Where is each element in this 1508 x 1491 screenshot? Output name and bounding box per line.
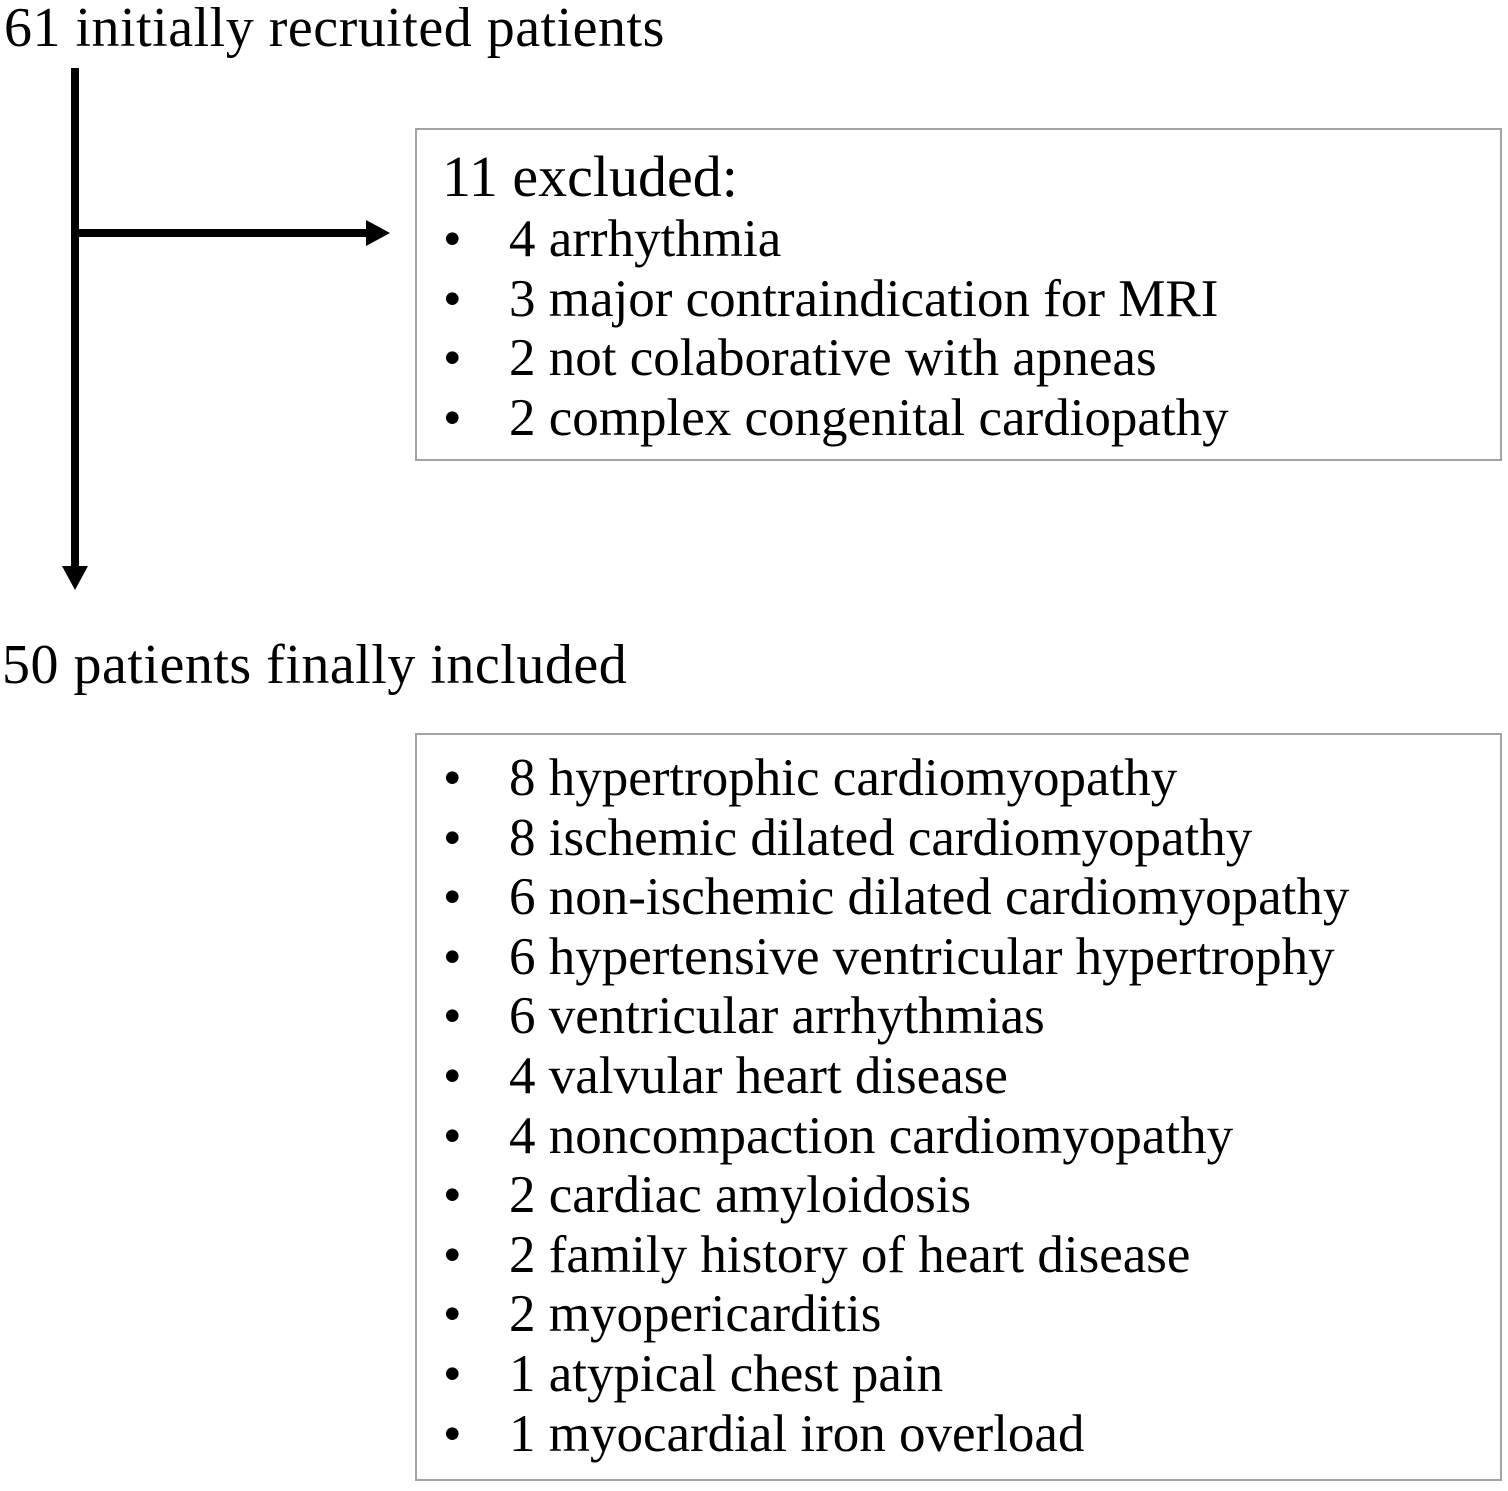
bullet-icon: • <box>443 1344 462 1403</box>
excluded-box-heading: 11 excluded: <box>442 144 738 209</box>
list-item-text: 6 ventricular arrhythmias <box>509 987 1045 1046</box>
excluded-box: 11 excluded: • 4 arrhythmia • 3 major co… <box>415 128 1502 461</box>
list-item: • 4 valvular heart disease <box>417 1047 1500 1107</box>
bullet-icon: • <box>443 749 462 807</box>
list-item: • 2 complex congenital cardiopathy <box>417 389 1500 449</box>
list-item-text: 8 ischemic dilated cardiomyopathy <box>509 808 1253 867</box>
list-item: • 4 arrhythmia <box>417 210 1500 270</box>
list-item-text: 2 cardiac amyloidosis <box>509 1166 972 1225</box>
list-item: • 1 myocardial iron overload <box>417 1405 1500 1465</box>
list-item-text: 2 myopericarditis <box>509 1285 882 1344</box>
list-item: • 1 atypical chest pain <box>417 1345 1500 1405</box>
list-item: • 8 hypertrophic cardiomyopathy <box>417 749 1500 809</box>
bullet-icon: • <box>443 388 462 447</box>
list-item-text: 4 noncompaction cardiomyopathy <box>509 1106 1234 1165</box>
list-item: • 6 hypertensive ventricular hypertrophy <box>417 928 1500 988</box>
list-item: • 2 myopericarditis <box>417 1285 1500 1345</box>
bullet-icon: • <box>443 808 462 867</box>
bullet-icon: • <box>443 927 462 986</box>
bullet-icon: • <box>443 868 462 927</box>
list-item-text: 2 family history of heart disease <box>509 1225 1191 1284</box>
list-item-text: 6 hypertensive ventricular hypertrophy <box>509 927 1335 986</box>
list-item-text: 4 arrhythmia <box>509 210 782 268</box>
bullet-icon: • <box>443 1404 462 1463</box>
arrow-right-icon <box>366 220 390 246</box>
list-item: • 6 ventricular arrhythmias <box>417 987 1500 1047</box>
bullet-icon: • <box>443 1285 462 1344</box>
list-item-text: 2 not colaborative with apneas <box>509 329 1157 388</box>
bullet-icon: • <box>443 1046 462 1105</box>
list-item-text: 8 hypertrophic cardiomyopathy <box>509 749 1178 807</box>
list-item: • 8 ischemic dilated cardiomyopathy <box>417 809 1500 869</box>
list-item: • 2 not colaborative with apneas <box>417 329 1500 389</box>
list-item: • 3 major contraindication for MRI <box>417 270 1500 330</box>
bullet-icon: • <box>443 1106 462 1165</box>
list-item-text: 2 complex congenital cardiopathy <box>509 388 1229 447</box>
excluded-list: • 4 arrhythmia • 3 major contraindicatio… <box>417 210 1500 448</box>
initial-patients-label: 61 initially recruited patients <box>4 0 665 59</box>
included-patients-label: 50 patients finally included <box>2 634 628 696</box>
flow-connector-vertical <box>71 68 79 568</box>
bullet-icon: • <box>443 1225 462 1284</box>
flow-connector-horizontal <box>71 229 366 237</box>
list-item-text: 6 non-ischemic dilated cardiomyopathy <box>509 868 1350 927</box>
bullet-icon: • <box>443 1166 462 1225</box>
arrow-down-icon <box>62 566 88 590</box>
included-box: • 8 hypertrophic cardiomyopathy • 8 isch… <box>415 733 1502 1481</box>
list-item-text: 1 atypical chest pain <box>509 1344 944 1403</box>
included-list: • 8 hypertrophic cardiomyopathy • 8 isch… <box>417 735 1500 1464</box>
list-item: • 6 non-ischemic dilated cardiomyopathy <box>417 868 1500 928</box>
bullet-icon: • <box>443 329 462 388</box>
list-item: • 2 family history of heart disease <box>417 1226 1500 1286</box>
bullet-icon: • <box>443 269 462 328</box>
list-item-text: 3 major contraindication for MRI <box>509 269 1219 328</box>
list-item-text: 1 myocardial iron overload <box>509 1404 1085 1463</box>
list-item-text: 4 valvular heart disease <box>509 1046 1008 1105</box>
list-item: • 2 cardiac amyloidosis <box>417 1166 1500 1226</box>
list-item: • 4 noncompaction cardiomyopathy <box>417 1107 1500 1167</box>
bullet-icon: • <box>443 987 462 1046</box>
bullet-icon: • <box>443 210 462 268</box>
